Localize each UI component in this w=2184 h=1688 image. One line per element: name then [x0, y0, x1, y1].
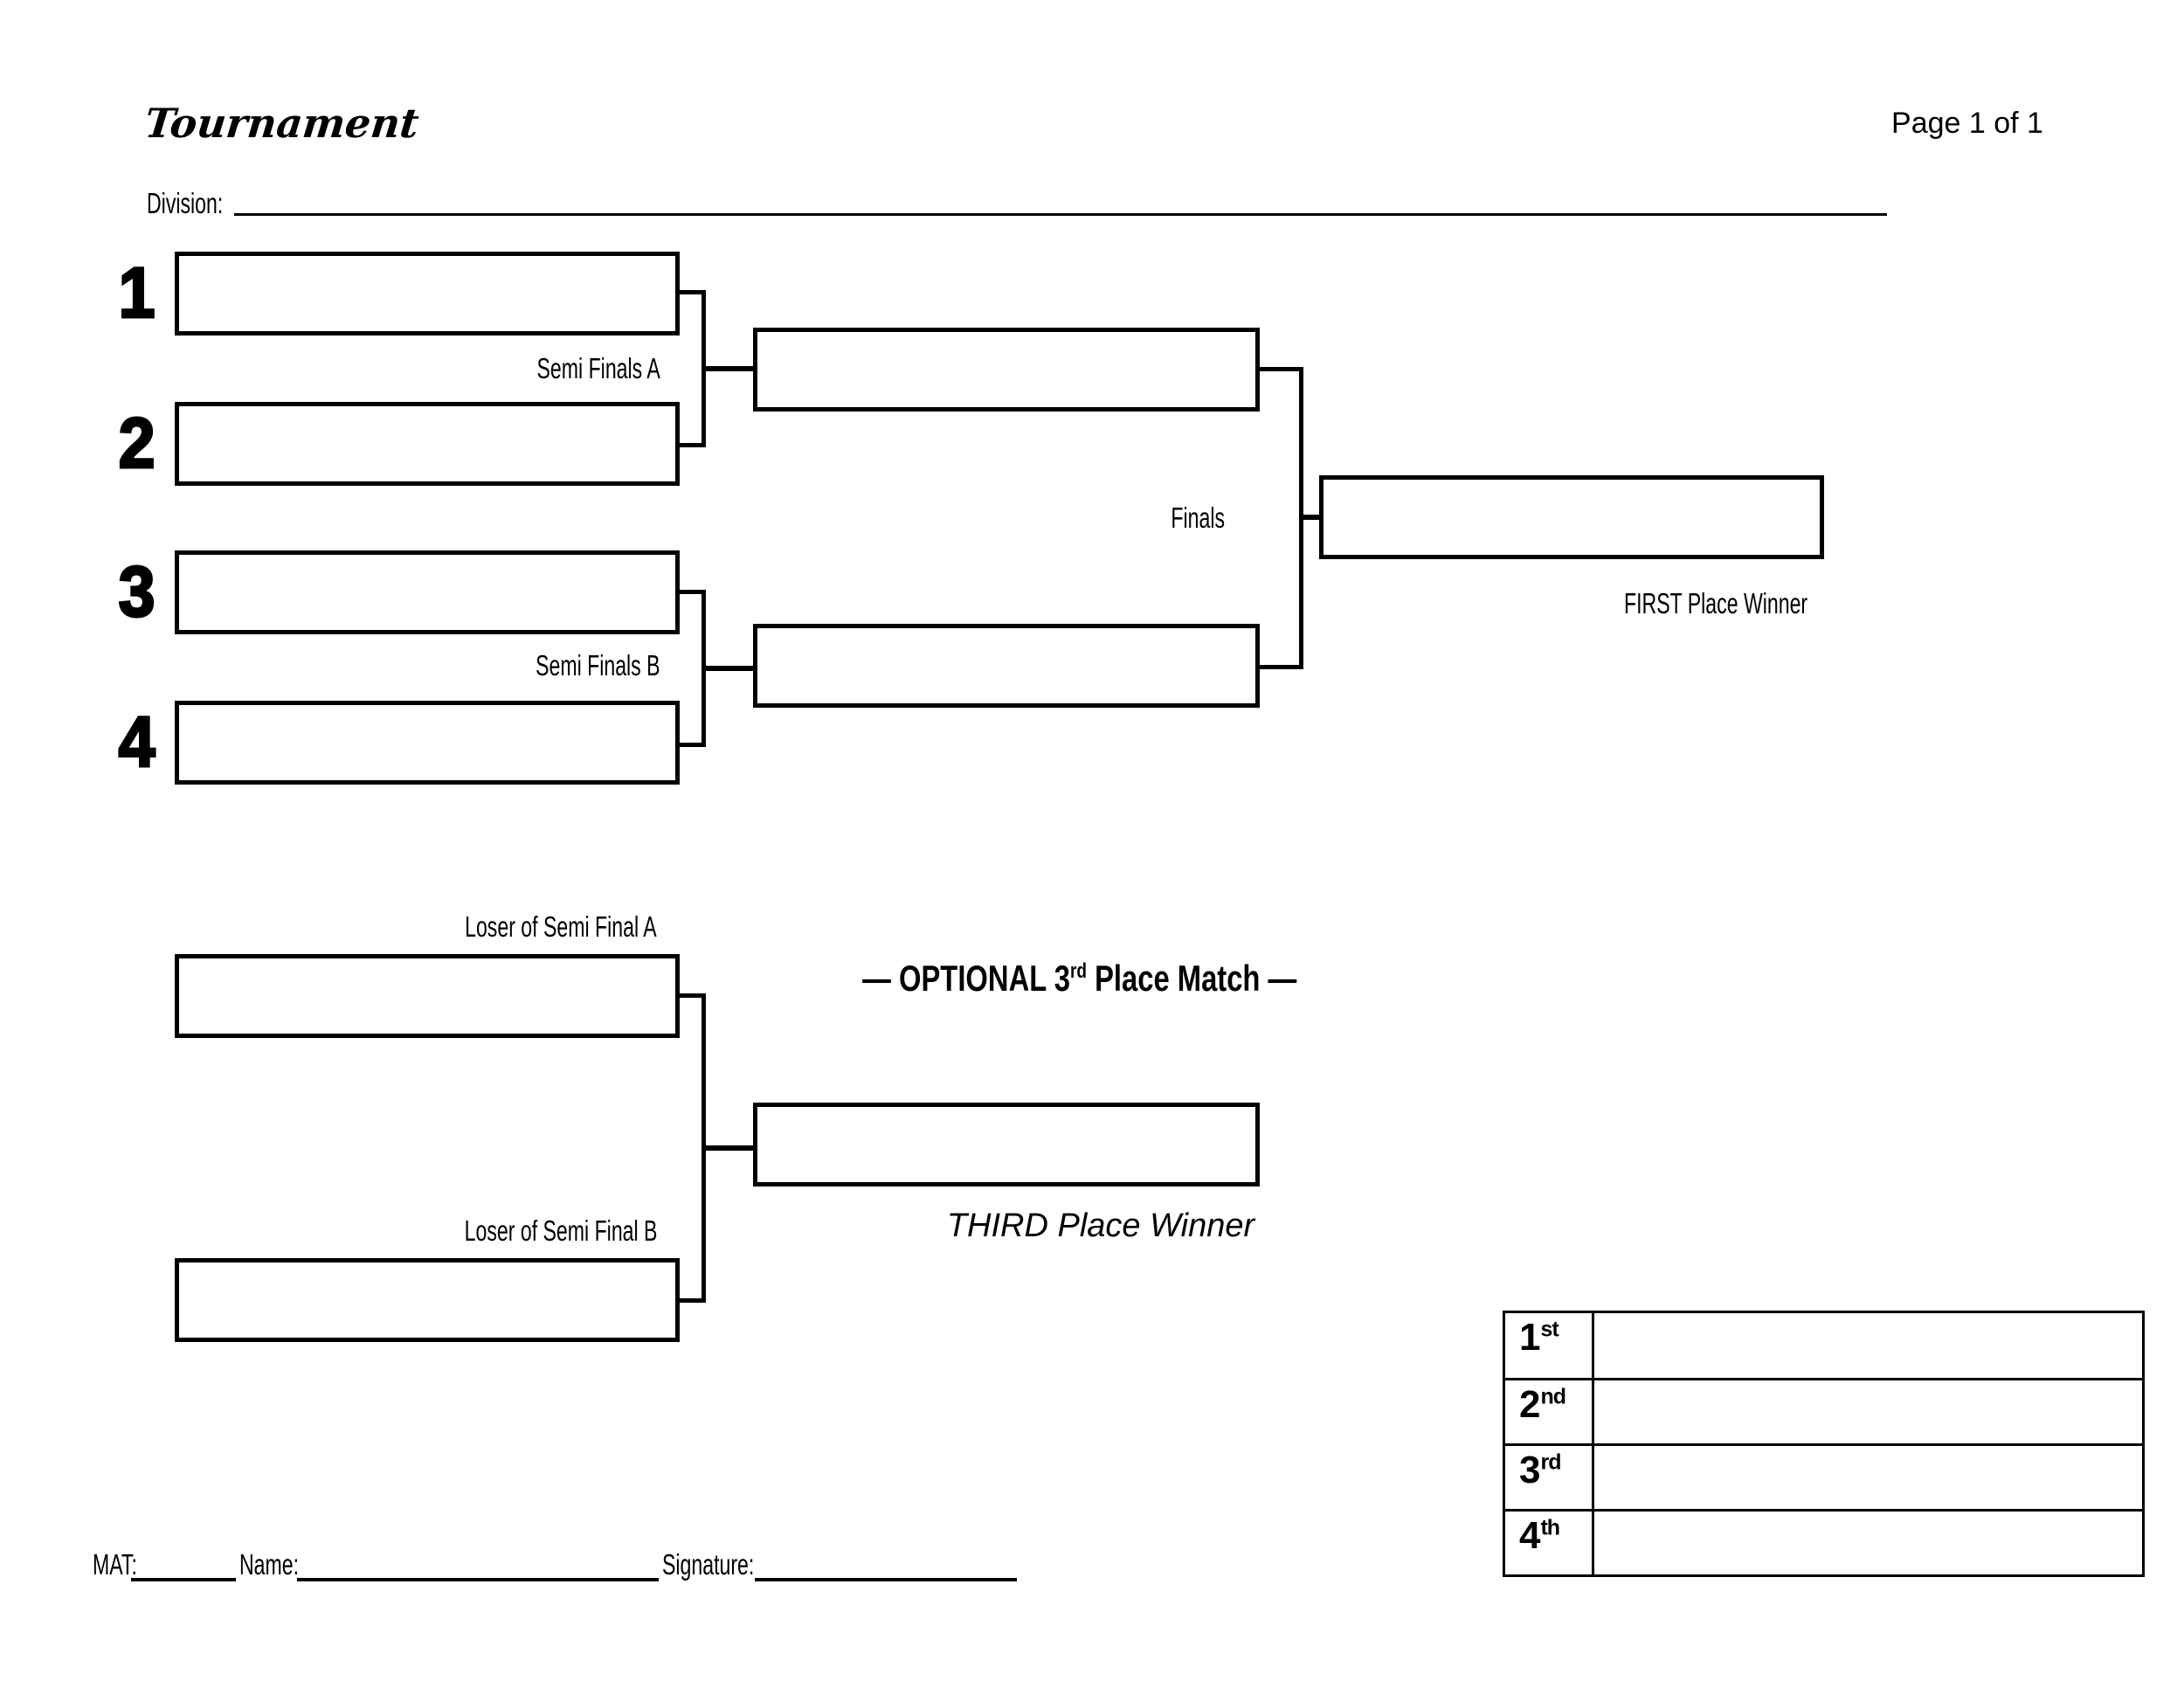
- semifinal-a-label: Semi Finals A: [536, 352, 660, 384]
- rank-3rd-label: 3rd: [1505, 1446, 1594, 1509]
- page-indicator: Page 1 of 1: [1891, 107, 2043, 140]
- bracket-connector-semifinal-a: [680, 290, 706, 447]
- seed-2-team-field[interactable]: [175, 402, 680, 486]
- rank-1st-label: 1st: [1505, 1313, 1594, 1378]
- rank-2nd-label: 2nd: [1505, 1380, 1594, 1443]
- finals-label: Finals: [1171, 502, 1225, 534]
- seed-1-team-field[interactable]: [175, 252, 680, 336]
- third-place-winner-label: THIRD Place Winner: [946, 1207, 1255, 1244]
- signature-label: Signature:: [662, 1548, 755, 1581]
- table-row: 4th: [1505, 1509, 2142, 1574]
- name-field[interactable]: [297, 1550, 659, 1581]
- seed-number-2: 2: [118, 403, 157, 485]
- loser-b-team-field[interactable]: [175, 1258, 680, 1342]
- rank-2nd-name-field[interactable]: [1594, 1380, 2142, 1443]
- first-place-winner-label: FIRST Place Winner: [1623, 587, 1808, 619]
- bracket-connector-semifinal-b: [680, 590, 706, 747]
- table-row: 3rd: [1505, 1443, 2142, 1509]
- signature-field[interactable]: [755, 1550, 1017, 1581]
- seed-number-1: 1: [118, 253, 157, 335]
- table-row: 2nd: [1505, 1378, 2142, 1443]
- bracket-connector-semifinal-a-stub: [706, 366, 753, 371]
- rank-3rd-name-field[interactable]: [1594, 1446, 2142, 1509]
- bracket-connector-third-place: [680, 993, 706, 1303]
- page-title: Tournament: [142, 100, 422, 147]
- seed-4-team-field[interactable]: [175, 701, 680, 785]
- third-place-winner-field[interactable]: [753, 1103, 1260, 1186]
- seed-3-team-field[interactable]: [175, 550, 680, 634]
- table-row: 1st: [1505, 1313, 2142, 1378]
- semifinal-b-label: Semi Finals B: [536, 649, 660, 681]
- bracket-connector-semifinal-b-stub: [706, 666, 753, 671]
- rank-1st-name-field[interactable]: [1594, 1313, 2142, 1378]
- bracket-connector-finals: [1260, 367, 1303, 669]
- loser-a-team-field[interactable]: [175, 954, 680, 1038]
- semifinal-b-winner-field[interactable]: [753, 624, 1260, 708]
- division-label: Division:: [147, 187, 224, 219]
- mat-field[interactable]: [131, 1550, 236, 1581]
- seed-number-3: 3: [118, 551, 157, 633]
- loser-of-semifinal-a-label: Loser of Semi Final A: [465, 910, 657, 943]
- semifinal-a-winner-field[interactable]: [753, 328, 1260, 412]
- bracket-connector-third-place-stub: [706, 1145, 753, 1151]
- division-field[interactable]: [234, 185, 1887, 216]
- mat-label: MAT:: [93, 1548, 137, 1581]
- name-label: Name:: [239, 1548, 300, 1581]
- rank-4th-name-field[interactable]: [1594, 1512, 2142, 1574]
- optional-third-place-heading: — OPTIONAL 3rd Place Match —: [862, 958, 1297, 999]
- final-results-table: 1st 2nd 3rd 4th: [1503, 1311, 2145, 1577]
- finals-winner-field[interactable]: [1319, 475, 1824, 559]
- bracket-connector-finals-stub: [1303, 515, 1319, 520]
- seed-number-4: 4: [118, 702, 157, 784]
- loser-of-semifinal-b-label: Loser of Semi Final B: [464, 1214, 657, 1247]
- rank-4th-label: 4th: [1505, 1512, 1594, 1574]
